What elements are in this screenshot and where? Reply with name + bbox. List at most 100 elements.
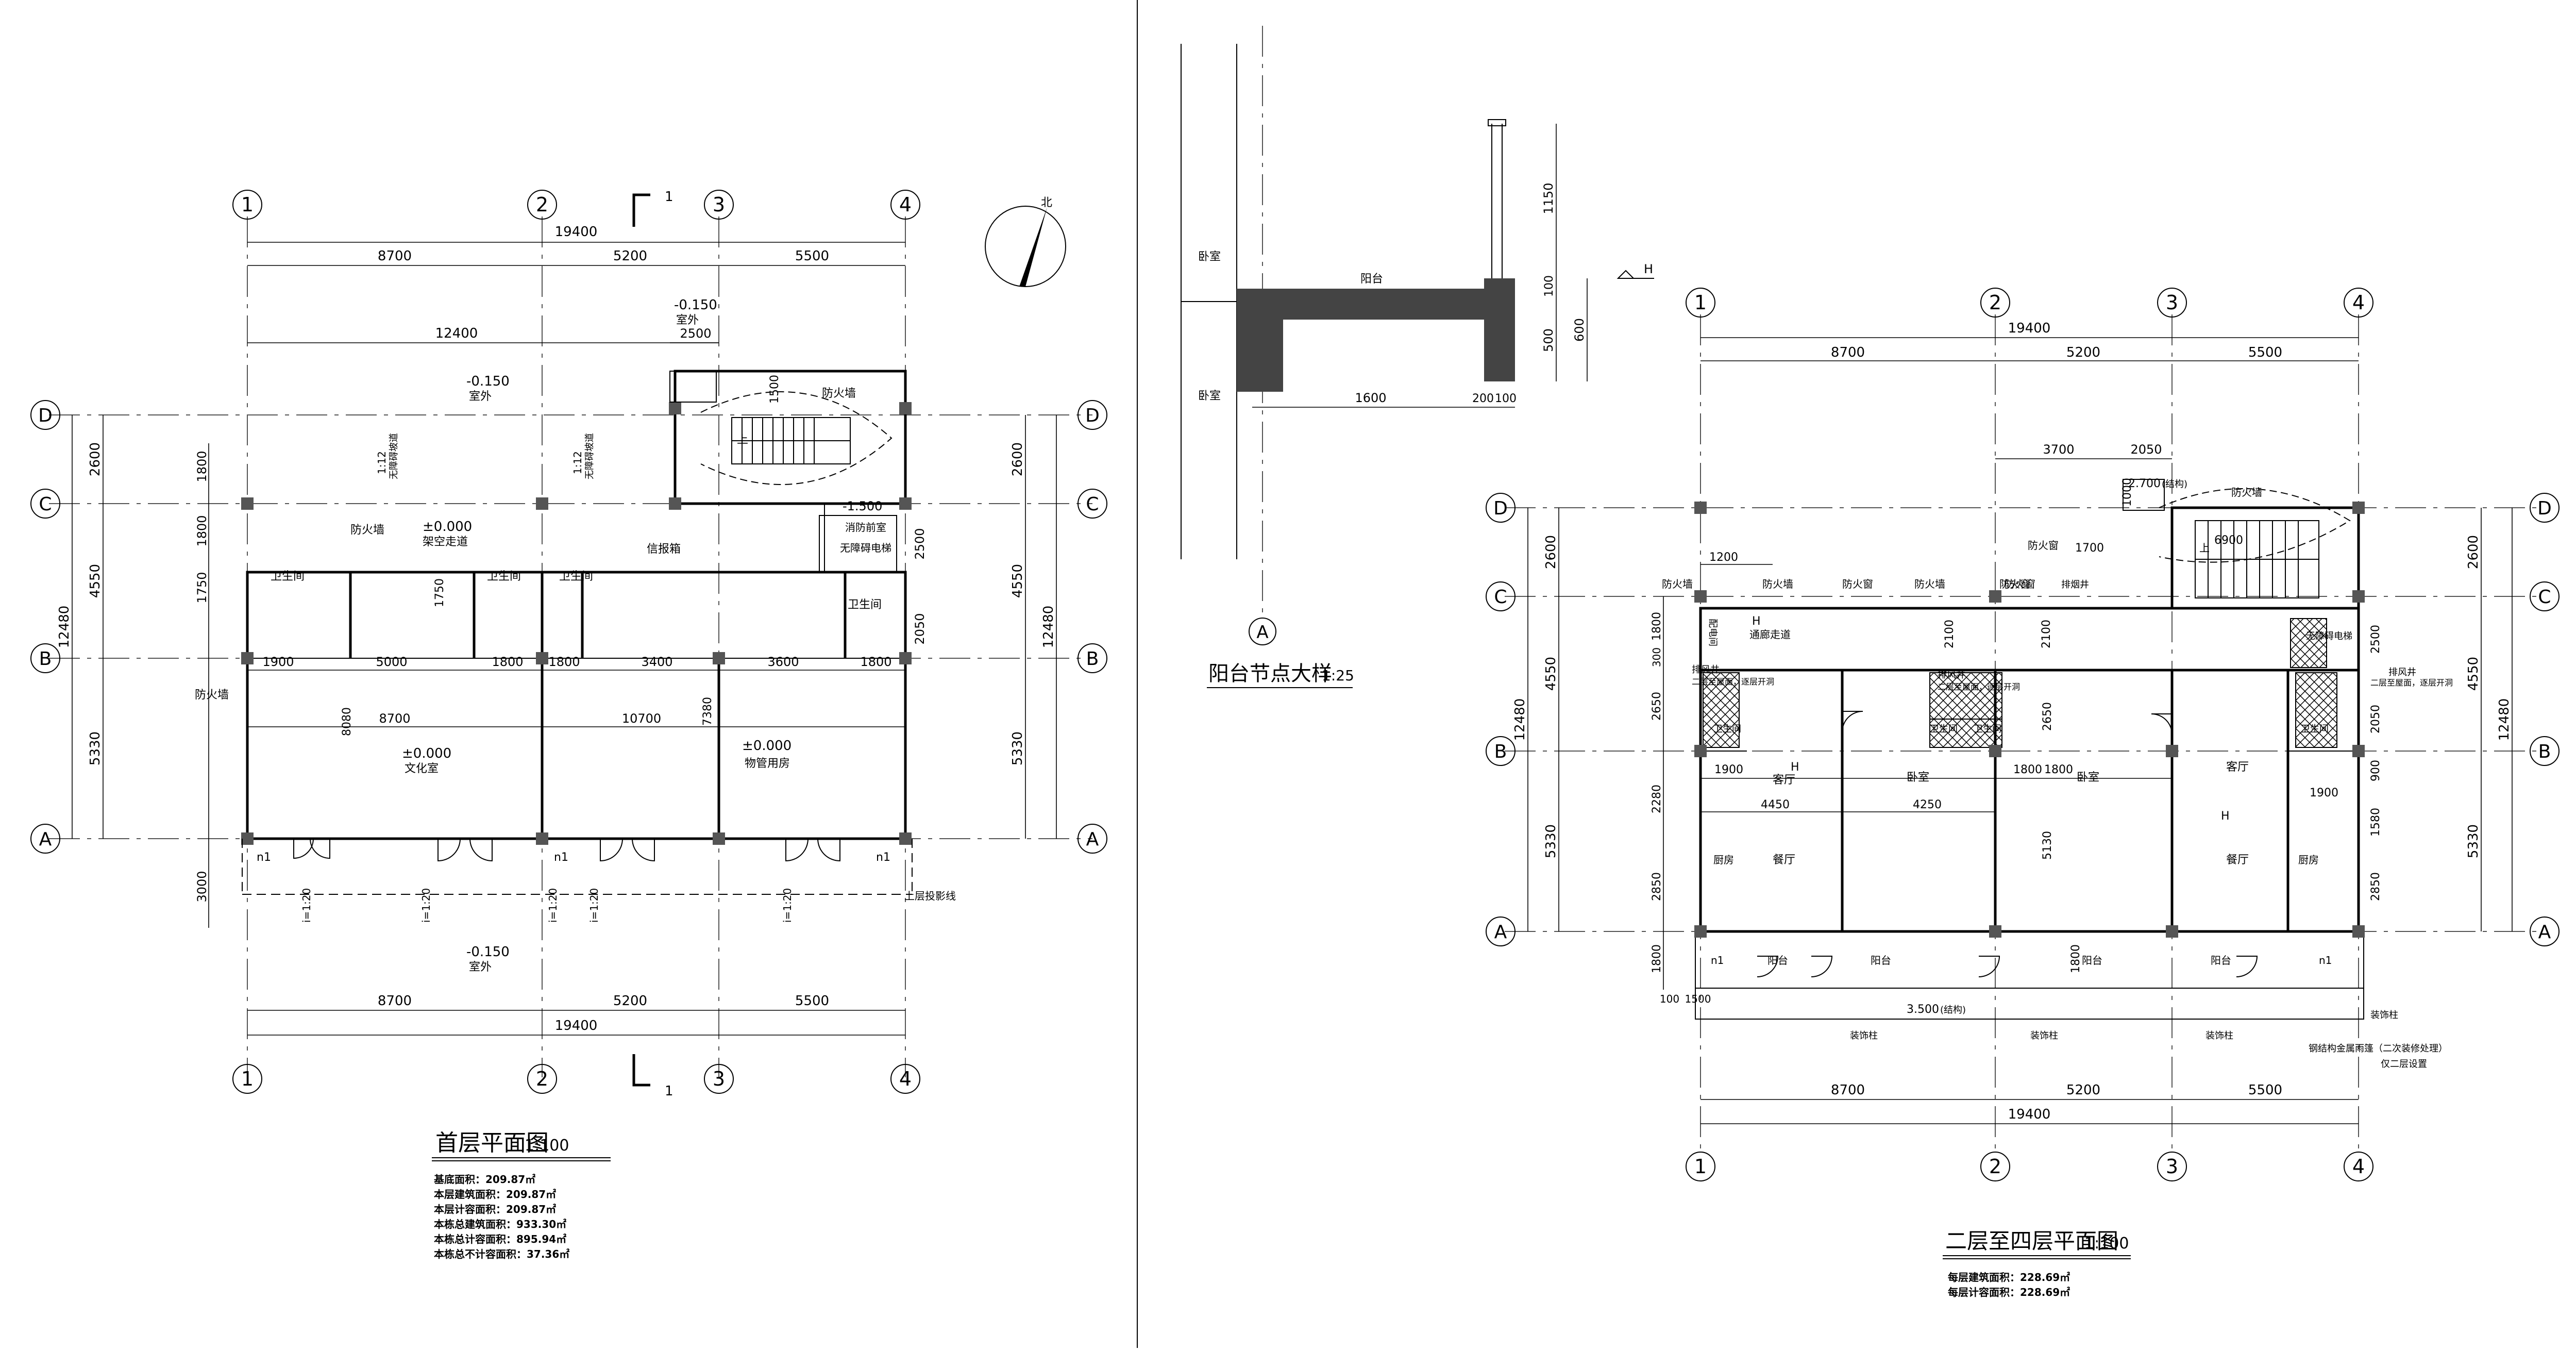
p2-axis-A-right: A bbox=[2538, 922, 2551, 943]
p2-dim-i-12: 1000 bbox=[2121, 478, 2134, 507]
plan1-dim-right-total: 12480 bbox=[1041, 606, 1056, 648]
plan1-ramp-c: 1:12 bbox=[571, 451, 584, 474]
plan2-note-key-0: 每层建筑面积： bbox=[1948, 1271, 2020, 1284]
plan2-grid bbox=[1505, 314, 2540, 1155]
p2-dim-left-sub-f: 1800 bbox=[1651, 944, 1663, 973]
p2-lift: 无障碍电梯 bbox=[2306, 631, 2352, 642]
plan1-level-f: -0.150 bbox=[466, 944, 510, 960]
axis-label-D-left: D bbox=[38, 405, 53, 426]
plan1-dim-bottom-total: 19400 bbox=[555, 1018, 598, 1034]
plan1-fire-lift: 消防前室 bbox=[845, 521, 886, 534]
plan1-level-d: ±0.000 bbox=[402, 746, 451, 761]
plan1-note-val-5: 37.36㎡ bbox=[527, 1248, 569, 1260]
plan1-note-key-5: 本栋总不计容面积： bbox=[434, 1248, 527, 1260]
svg-text:本栋总计容面积：895.94㎡: 本栋总计容面积：895.94㎡ bbox=[434, 1233, 566, 1245]
plan1-section-markers: 1 1 bbox=[632, 189, 674, 1099]
plan2-note-val-1: 228.69㎡ bbox=[2020, 1286, 2070, 1298]
plan2-labels: 防火墙 防火墙 防火墙 防火墙 防火窗 防火窗 防火窗 防火窗 配电间 H 通廊… bbox=[1662, 477, 2453, 1070]
p2-dim-i-16: 1500 bbox=[1685, 993, 1711, 1005]
plan2-axis-left: D C B A bbox=[1486, 493, 1516, 946]
p2-level-b-note: (结构) bbox=[1940, 1005, 1966, 1015]
plan1-arcade: 架空走道 bbox=[423, 536, 468, 548]
p2-dim-i-8: 1900 bbox=[1714, 763, 1743, 776]
p2-dim-i-0: 1200 bbox=[1709, 551, 1738, 564]
p2-dim-right-c: 5330 bbox=[2466, 824, 2481, 858]
p2-deco-b: 装饰柱 bbox=[2030, 1030, 2058, 1041]
plan1-n1-c: n1 bbox=[876, 851, 890, 864]
axis-label-1-bottom: 1 bbox=[241, 1068, 254, 1090]
upper-floor-plan: 1 2 3 4 1 2 3 4 D C B A D C B A 19400 bbox=[1486, 288, 2560, 1298]
plan1-dim-left-sub-b: 1800 bbox=[195, 515, 209, 546]
ground-floor-plan: 1 2 3 4 1 2 3 4 D C B A D C B A bbox=[30, 189, 1107, 1260]
detail-h: H bbox=[1644, 262, 1653, 276]
p2-dim-right-sub-a: 2500 bbox=[2369, 625, 2382, 654]
p2-n1-b: n1 bbox=[2319, 954, 2332, 966]
p2-dim-left-c: 5330 bbox=[1543, 824, 1559, 858]
plan1-dim-top-a: 8700 bbox=[378, 248, 412, 264]
plan1-dim-mid-long-b: 10700 bbox=[622, 711, 661, 726]
plan1-dim-total-top: 19400 bbox=[555, 224, 598, 240]
p2-axis-D-right: D bbox=[2537, 498, 2552, 519]
plan1-dims-left: 12480 2600 4550 5330 1800 1800 1750 3000 bbox=[57, 415, 209, 928]
plan1-dim-top-b: 5200 bbox=[613, 248, 647, 264]
p2-fire-window-a: 防火窗 bbox=[1842, 578, 1873, 590]
p2-dim-bottom-c: 5500 bbox=[2248, 1082, 2282, 1098]
plan1-outdoor-b: 室外 bbox=[469, 390, 492, 403]
plan1-fire-wall-b: 防火墙 bbox=[822, 387, 856, 400]
plan1-dim-mid-a: 1900 bbox=[262, 655, 294, 669]
plan1-dim-right-sub-a: 2500 bbox=[913, 528, 927, 559]
p2-living-a: 客厅 bbox=[1773, 774, 1795, 787]
plan1-dim-left-c: 5330 bbox=[88, 731, 103, 765]
plan2-title-block: 二层至四层平面图 1:100 每层建筑面积：228.69㎡ 每层计容面积：228… bbox=[1943, 1228, 2131, 1298]
plan1-note-val-2: 209.87㎡ bbox=[506, 1203, 556, 1215]
plan1-note-val-3: 933.30㎡ bbox=[516, 1218, 566, 1230]
p2-arcade: 通廊走道 bbox=[1749, 628, 1791, 641]
detail-title: 阳台节点大样 bbox=[1208, 662, 1332, 686]
p2-toilet-d: 卫生间 bbox=[2301, 724, 2329, 735]
plan1-up: 上 bbox=[737, 434, 748, 446]
p2-axis-C-right: C bbox=[2538, 587, 2551, 608]
p2-second-only: 仅二层设置 bbox=[2381, 1059, 2427, 1070]
plan1-dim-mid-c: 1800 bbox=[492, 655, 523, 669]
plan1-level-a: -0.150 bbox=[674, 297, 717, 313]
axis-label-A-right: A bbox=[1086, 829, 1099, 850]
p2-dim-i-7: 1800 bbox=[2044, 763, 2073, 776]
plan1-ramp-a: 1:12 bbox=[376, 451, 388, 474]
axis-label-C-left: C bbox=[39, 494, 52, 515]
plan1-dim-right-b: 4550 bbox=[1010, 564, 1025, 598]
axis-label-2-bottom: 2 bbox=[536, 1068, 548, 1090]
p2-living-b: 客厅 bbox=[2226, 761, 2249, 774]
plan1-dim-bottom-b: 5200 bbox=[613, 993, 647, 1009]
plan2-stair bbox=[2159, 488, 2351, 598]
p2-dim-i-11: 1900 bbox=[2310, 787, 2338, 799]
p2-dim-right-a: 2600 bbox=[2466, 535, 2481, 569]
north-arrow: 北 bbox=[985, 196, 1066, 287]
p2-axis-4-top: 4 bbox=[2352, 291, 2365, 314]
plan1-title-block: 首层平面图 1:100 基底面积：209.87㎡ 本层建筑面积：209.87㎡ … bbox=[432, 1130, 611, 1260]
plan1-dim-left-b: 4550 bbox=[88, 564, 103, 598]
p2-fire-window-b: 防火窗 bbox=[1999, 578, 2030, 590]
plan1-level-e: ±0.000 bbox=[742, 738, 792, 754]
plan1-dim-left-a: 2600 bbox=[88, 442, 103, 476]
plan1-dim-v-a: 8080 bbox=[341, 707, 353, 736]
axis-label-B-left: B bbox=[39, 648, 52, 670]
p2-dim-i-10: 4250 bbox=[1913, 798, 1942, 811]
plan2-axis-bottom: 1 2 3 4 bbox=[1686, 1152, 2373, 1181]
plan2-note-val-0: 228.69㎡ bbox=[2020, 1271, 2070, 1284]
plan1-notes: 基底面积：209.87㎡ 本层建筑面积：209.87㎡ 本层计容面积：209.8… bbox=[434, 1173, 569, 1260]
plan1-dim-left-total: 12480 bbox=[57, 606, 72, 648]
p2-dim-left-b: 4550 bbox=[1543, 657, 1559, 691]
p2-deco-a: 装饰柱 bbox=[1850, 1030, 1878, 1041]
plan1-dim-mid-f: 3600 bbox=[767, 655, 799, 669]
p2-level-a: 2.700 bbox=[2128, 477, 2161, 490]
p2-h-b: H bbox=[1791, 761, 1799, 774]
p2-dim-right-sub-b: 2050 bbox=[2369, 705, 2382, 734]
axis-label-B-right: B bbox=[1086, 648, 1099, 670]
p2-shaft-c: 排风井 bbox=[2388, 667, 2416, 678]
plan1-dims-mid: 1900 5000 1800 1800 3400 3600 1800 8700 … bbox=[247, 375, 905, 736]
p2-dining-b: 餐厅 bbox=[2226, 854, 2249, 866]
p2-dim-left-sub-a: 1800 bbox=[1651, 612, 1663, 641]
p2-shaft-note-c: 二层至屋面，逐层开洞 bbox=[2370, 678, 2453, 688]
plan1-slope-b: i=1:20 bbox=[420, 888, 432, 923]
p2-fire-wall-b: 防火墙 bbox=[1762, 578, 1793, 590]
